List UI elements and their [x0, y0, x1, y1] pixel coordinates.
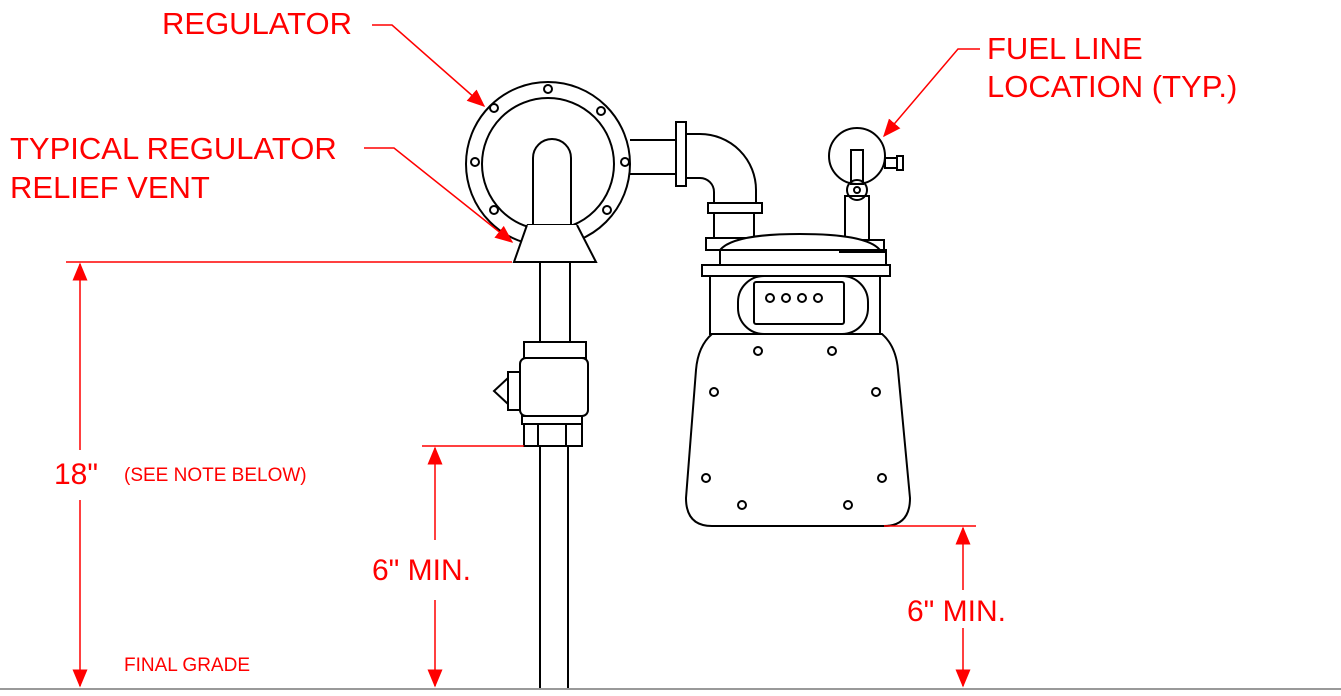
- see-note-label: (SEE NOTE BELOW): [124, 465, 307, 486]
- regulator-body: [465, 81, 631, 263]
- regulator-label: REGULATOR: [162, 6, 353, 41]
- supply-pipe: [492, 262, 589, 688]
- fuel-line-leader: [883, 48, 980, 138]
- dim-6-left-label: 6" MIN.: [372, 554, 471, 587]
- dim-18-label: 18": [54, 458, 99, 491]
- gas-meter: [684, 232, 912, 527]
- fuel-line-label-line1: FUEL LINE: [987, 31, 1143, 66]
- relief-vent-label-line2: RELIEF VENT: [10, 170, 210, 205]
- equipment-linework: [465, 81, 912, 688]
- fuel-line-label-line2: LOCATION (TYP.): [987, 69, 1238, 104]
- regulator-leader: [372, 24, 486, 107]
- fuel-line-outlet: [828, 127, 904, 253]
- annotation-linework: [66, 24, 980, 688]
- dim-6-right-label: 6" MIN.: [907, 595, 1006, 628]
- relief-vent-leader: [364, 147, 514, 243]
- relief-vent-label-line1: TYPICAL REGULATOR: [10, 131, 337, 166]
- final-grade-label: FINAL GRADE: [124, 655, 250, 676]
- elbow-pipe: [630, 121, 763, 239]
